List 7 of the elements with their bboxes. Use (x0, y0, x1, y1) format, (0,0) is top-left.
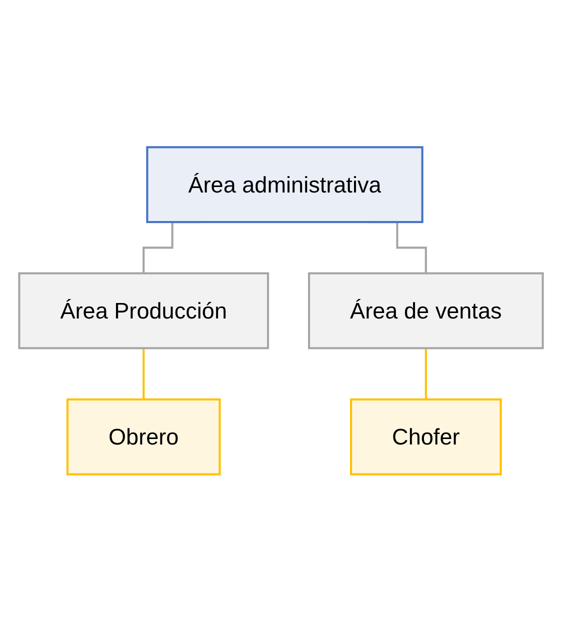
node-box: Chofer (350, 398, 502, 476)
connector (142, 347, 144, 401)
node-box: Área Producción (18, 272, 269, 350)
node-box: Obrero (66, 398, 220, 476)
connector (424, 347, 426, 401)
node-box: Área de ventas (308, 272, 544, 350)
node-box: Área administrativa (146, 146, 423, 224)
